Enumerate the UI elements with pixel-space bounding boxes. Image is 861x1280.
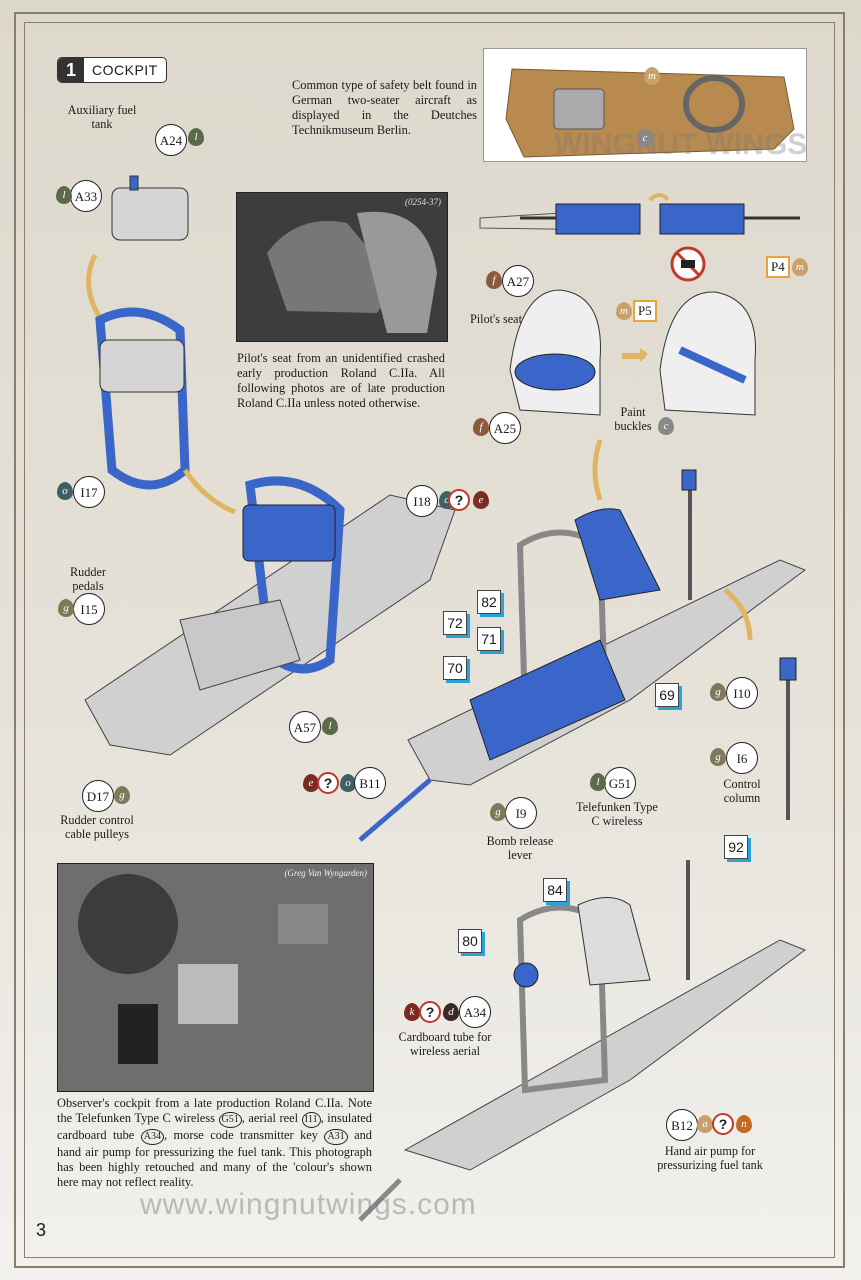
paint-i9: g: [490, 803, 506, 821]
part-i15: I15: [73, 593, 105, 625]
callout-80: 80: [458, 929, 482, 953]
part-a24: A24: [155, 124, 187, 156]
part-b12: B12: [666, 1109, 698, 1141]
cardboard-tube-caption: Cardboard tube for wireless aerial: [398, 1030, 492, 1058]
safety-belt-caption: Common type of safety belt found in Germ…: [292, 78, 477, 137]
callout-72: 72: [443, 611, 467, 635]
paint-d17: g: [114, 786, 130, 804]
paint-a25: f: [473, 418, 489, 436]
aux-tank-part: [111, 187, 189, 241]
belt-illustration: WINGNUT WINGS: [505, 68, 807, 161]
paint-a34-d: d: [443, 1003, 459, 1021]
step-number: 1: [58, 58, 84, 82]
ref-g51: G51: [218, 1112, 242, 1128]
paint-buckles: c: [658, 417, 674, 435]
paint-i18-e: e: [473, 491, 489, 509]
part-i6: I6: [726, 742, 758, 774]
callout-71: 71: [477, 627, 501, 651]
part-b11: B11: [354, 767, 386, 799]
paint-a33: l: [56, 186, 72, 204]
paint-p4: m: [792, 258, 808, 276]
part-a27: A27: [502, 265, 534, 297]
control-column-caption: Control column: [723, 777, 761, 805]
aux-tank-caption: Auxiliary fuel tank: [67, 103, 137, 131]
part-i10: I10: [726, 677, 758, 709]
watermark-url: www.wingnutwings.com: [140, 1188, 477, 1221]
ref-a34: A34: [140, 1129, 164, 1145]
decal-p4: P4: [766, 256, 790, 278]
page-border-inner: [24, 22, 835, 1258]
rudder-pulleys-caption: Rudder control cable pulleys: [60, 813, 134, 841]
step-title: COCKPIT: [92, 62, 158, 78]
callout-70: 70: [443, 656, 467, 680]
paint-a34-k: k: [404, 1003, 420, 1021]
paint-a27: f: [486, 271, 502, 289]
pilot-seat-photo: (0254-37): [236, 192, 448, 342]
part-i17: I17: [73, 476, 105, 508]
unknown-paint-i18: ?: [448, 489, 470, 511]
paint-i6: g: [710, 748, 726, 766]
safety-belt-photo: WINGNUT WINGS m c: [483, 48, 807, 162]
page-border-outer: [14, 12, 845, 1268]
observer-cockpit-photo: (Greg Van Wyngarden): [57, 863, 374, 1092]
watermark-logo: WINGNUT WINGS: [554, 128, 806, 161]
hand-pump-caption: Hand air pump for pressurizing fuel tank: [657, 1144, 763, 1172]
observer-photo-image: [58, 864, 373, 1091]
part-i9: I9: [505, 797, 537, 829]
callout-82: 82: [477, 590, 501, 614]
part-a25: A25: [489, 412, 521, 444]
page-number: 3: [36, 1220, 47, 1240]
telefunken-caption: Telefunken Type C wireless: [576, 800, 658, 828]
paint-b11-o: o: [340, 774, 356, 792]
paint-a24: l: [188, 128, 204, 146]
paint-buckles-caption: Paint buckles: [614, 405, 652, 433]
bomb-release-caption: Bomb release lever: [486, 834, 554, 862]
unknown-paint-b12: ?: [712, 1113, 734, 1135]
step-badge: 1 COCKPIT: [57, 57, 167, 83]
part-d17: D17: [82, 780, 114, 812]
paint-g51: l: [590, 773, 606, 791]
belt-paint-c: c: [637, 129, 653, 147]
paint-i15: g: [58, 599, 74, 617]
callout-84: 84: [543, 878, 567, 902]
paint-a57: l: [322, 717, 338, 735]
paint-b12-a: a: [697, 1115, 713, 1133]
part-a57: A57: [289, 711, 321, 743]
paint-b11-e: e: [303, 774, 319, 792]
paint-b12-n: n: [736, 1115, 752, 1133]
part-g51: G51: [604, 767, 636, 799]
pilot-seat-caption: Pilot's seat: [470, 312, 522, 326]
paint-i10: g: [710, 683, 726, 701]
decal-p5: P5: [633, 300, 657, 322]
unknown-paint-a34: ?: [419, 1001, 441, 1023]
rudder-pedals-caption: Rudder pedals: [70, 565, 106, 593]
seat-photo-image: [237, 193, 447, 341]
part-a34: A34: [459, 996, 491, 1028]
observer-photo-credit: (Greg Van Wyngarden): [284, 868, 368, 878]
ref-i11: I11: [301, 1112, 321, 1128]
paint-i17: o: [57, 482, 73, 500]
part-a33: A33: [70, 180, 102, 212]
callout-69: 69: [655, 683, 679, 707]
unknown-paint-b11: ?: [317, 772, 339, 794]
observer-cockpit-caption: Observer's cockpit from a late productio…: [57, 1096, 372, 1189]
ref-a31: A31: [324, 1129, 348, 1145]
part-i18: I18: [406, 485, 438, 517]
paint-p5: m: [616, 302, 632, 320]
seat-photo-credit: (0254-37): [405, 197, 441, 207]
belt-paint-m: m: [644, 67, 660, 85]
seat-photo-caption: Pilot's seat from an unidentified crashe…: [237, 351, 445, 410]
callout-92: 92: [724, 835, 748, 859]
